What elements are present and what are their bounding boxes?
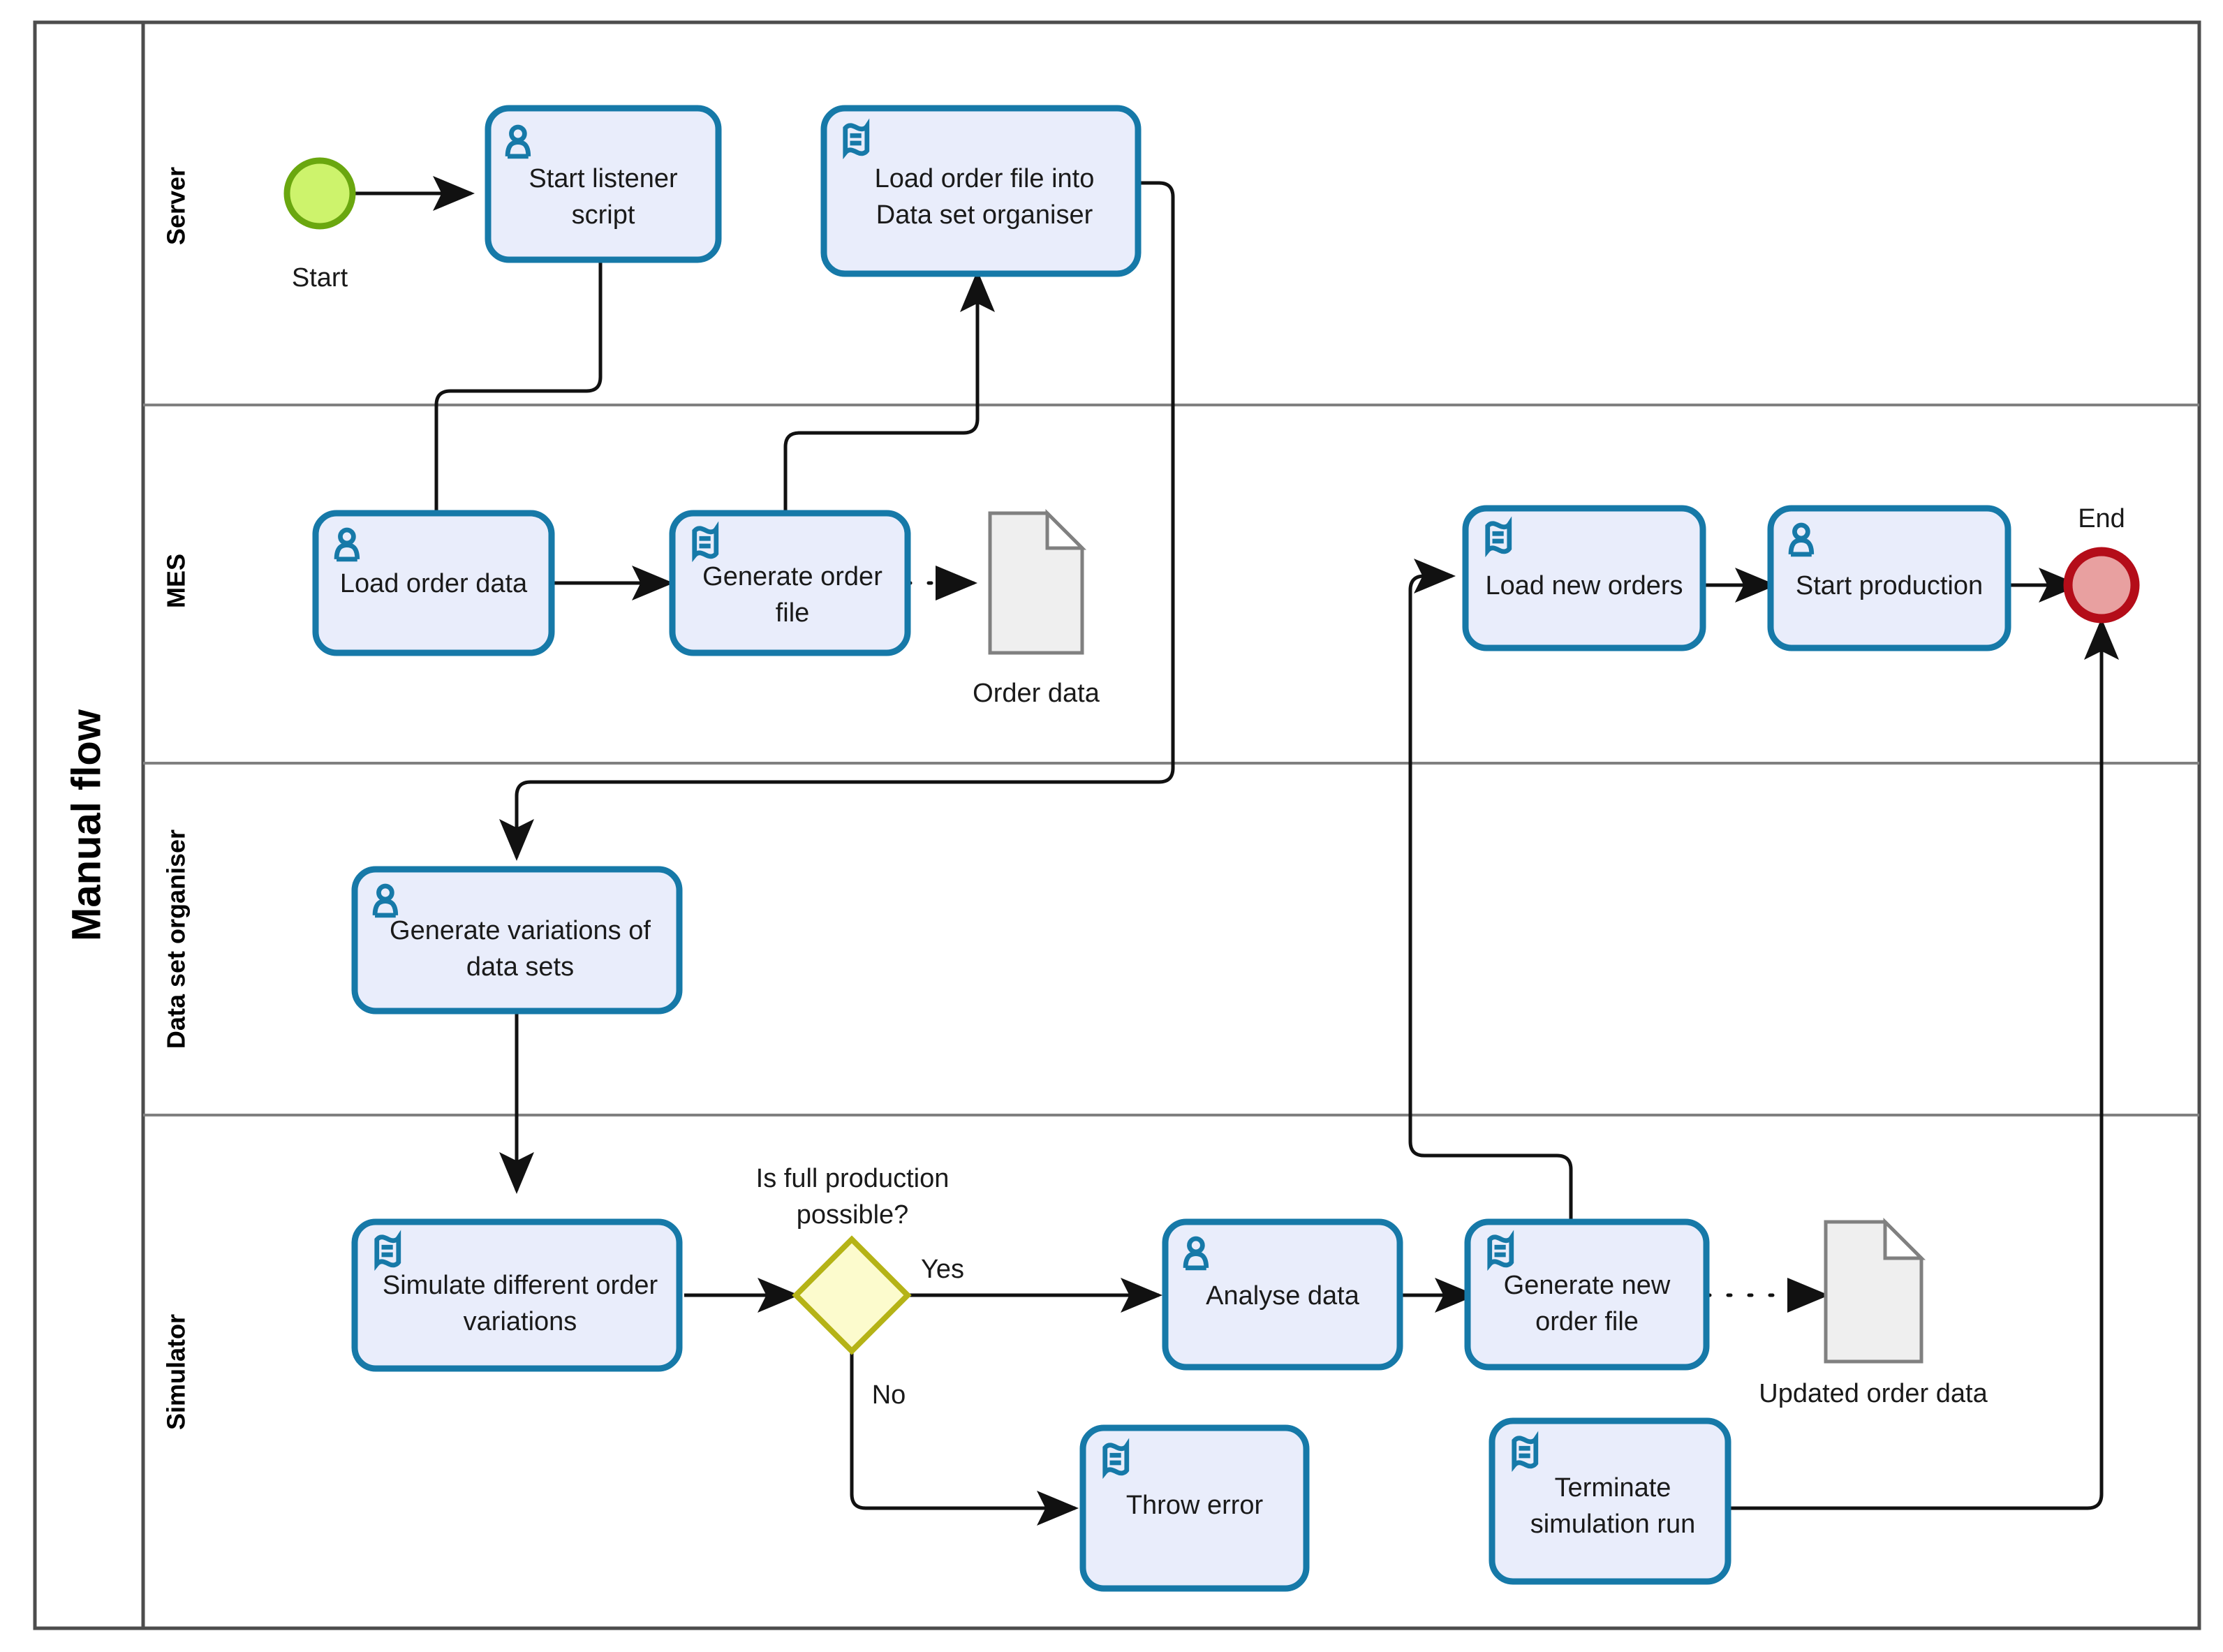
lane-title-dso: Data set organiser: [162, 829, 191, 1049]
task-label-line1: Generate new: [1504, 1271, 1671, 1300]
script-task-icon: [1512, 1431, 1539, 1473]
gateway-label-line1: Is full production: [756, 1164, 950, 1193]
task-label-line1: Simulate different order: [383, 1271, 658, 1300]
flow-load-order-file-to-generate-variations: [499, 181, 1175, 861]
data-object-label: Updated order data: [1759, 1379, 1988, 1408]
task-load-new-orders[interactable]: Load new orders: [1462, 505, 1706, 651]
task-label-line1: Throw error: [1126, 1491, 1264, 1520]
task-load-order-file-into-data-set-organiser[interactable]: Load order file into Data set organiser: [820, 105, 1142, 277]
task-start-listener-script[interactable]: Start listener script: [485, 105, 722, 263]
task-throw-error[interactable]: Throw error: [1079, 1424, 1310, 1592]
task-label-line1: Load order file into: [875, 164, 1095, 193]
task-label-line2: file: [776, 598, 810, 628]
pool-title: Manual flow: [64, 709, 109, 941]
user-task-icon: [1788, 522, 1815, 557]
script-task-icon: [692, 521, 719, 563]
script-task-icon: [1102, 1438, 1130, 1480]
task-terminate-simulation-run[interactable]: Terminate simulation run: [1489, 1417, 1731, 1585]
task-label-line2: script: [572, 200, 635, 230]
task-label-line2: Data set organiser: [876, 200, 1093, 230]
flow-label-yes: Yes: [921, 1255, 964, 1284]
end-event[interactable]: [2063, 547, 2140, 624]
user-task-icon: [334, 527, 360, 562]
task-generate-variations-of-data-sets[interactable]: Generate variations of data sets: [351, 866, 683, 1015]
task-label-line1: Terminate: [1555, 1473, 1671, 1503]
start-event-label: Start: [292, 263, 348, 293]
flow-terminate-simulation-run-to-end: [1728, 618, 2119, 1510]
data-object-order-data[interactable]: Order data: [973, 508, 1100, 708]
task-label-line1: Load new orders: [1485, 571, 1683, 600]
script-task-icon: [374, 1230, 401, 1271]
task-analyse-data[interactable]: Analyse data: [1162, 1218, 1403, 1371]
flow-generate-order-file-to-load-order-file: [783, 270, 995, 515]
task-label-line2: simulation run: [1530, 1510, 1696, 1539]
pool-frame: [33, 20, 2201, 1630]
task-label-line1: Load order data: [340, 569, 528, 598]
task-generate-order-file[interactable]: Generate order file: [669, 510, 911, 656]
user-task-icon: [505, 124, 531, 159]
gateway-is-full-production-possible[interactable]: Is full production possible?: [756, 1164, 950, 1355]
flow-label-no: No: [872, 1380, 906, 1410]
lane-title-server: Server: [162, 167, 191, 245]
task-label-line2: order file: [1535, 1307, 1639, 1336]
task-label-line1: Generate order: [702, 562, 882, 591]
lane-title-mes: MES: [162, 554, 191, 608]
user-task-icon: [1183, 1236, 1209, 1271]
task-generate-new-order-file[interactable]: Generate new order file: [1464, 1218, 1710, 1371]
script-task-icon: [1487, 1230, 1514, 1271]
task-label-line2: data sets: [466, 952, 574, 982]
task-simulate-different-order-variations[interactable]: Simulate different order variations: [351, 1218, 683, 1372]
lane-title-simulator: Simulator: [162, 1314, 191, 1430]
task-label-line1: Start listener: [529, 164, 678, 193]
task-load-order-data[interactable]: Load order data: [312, 510, 555, 656]
flow-gateway-no-to-throw-error: [850, 1351, 1079, 1526]
task-label-line2: variations: [464, 1307, 577, 1336]
flow-start-listener-to-load-order-data: [419, 260, 603, 569]
script-task-icon: [843, 118, 870, 160]
data-object-label: Order data: [973, 679, 1100, 708]
data-object-updated-order-data[interactable]: Updated order data: [1759, 1217, 1988, 1408]
script-task-icon: [1485, 516, 1512, 558]
gateway-label-line2: possible?: [797, 1200, 909, 1230]
task-label-line1: Analyse data: [1206, 1281, 1360, 1311]
user-task-icon: [372, 883, 399, 918]
task-label-line1: Generate variations of: [390, 916, 651, 945]
task-start-production[interactable]: Start production: [1767, 505, 2011, 651]
start-event[interactable]: [283, 157, 356, 230]
flow-generate-new-order-file-to-load-new-orders: [1408, 559, 1573, 1225]
end-event-label: End: [2078, 504, 2125, 533]
task-label-line1: Start production: [1796, 571, 1983, 600]
